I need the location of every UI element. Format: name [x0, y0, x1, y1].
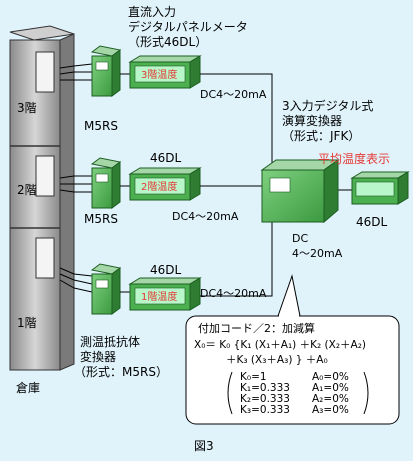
meter-title-line3: （形式46DL）	[128, 35, 207, 49]
floor-label-1f: 1階	[17, 315, 37, 330]
meter-title-line2: デジタルパネルメータ	[128, 19, 248, 34]
jfk-title-line1: 3入力デジタル式	[282, 98, 373, 113]
k0-value: K₀=1	[240, 371, 267, 383]
floor-label-3f: 3階	[17, 100, 37, 115]
formula-callout-pointer	[277, 274, 301, 317]
signal-label-top: DC4～20mA	[200, 88, 267, 101]
meter-display-3f: 3階温度	[141, 68, 177, 81]
meter-label-1f: 46DL	[150, 263, 182, 277]
jfk-title-line3: （形式：JFK）	[282, 129, 360, 143]
panel-meter-2f	[128, 167, 202, 201]
signal-lines	[200, 73, 352, 297]
k2-value: K₂=0.333	[240, 393, 290, 405]
converter-to-meter-links	[120, 73, 130, 293]
meter-label-2f: 46DL	[150, 151, 182, 165]
warehouse-label: 倉庫	[16, 380, 40, 395]
a3-value: A₃=0%	[312, 404, 349, 416]
floor-label-2f: 2階	[17, 182, 37, 197]
formula-paren-left	[227, 371, 233, 415]
meter-title-line1: 直流入力	[128, 5, 176, 19]
panel-meter-1f	[128, 277, 202, 311]
a0-value: A₀=0%	[312, 371, 349, 383]
formula-title: 付加コード／2：加減算	[198, 321, 315, 335]
a2-value: A₂=0%	[312, 393, 349, 405]
m5rs-label-mid: M5RS	[84, 212, 118, 226]
formula-line2: ＋K₃ (X₃＋A₃) } ＋A₀	[226, 354, 328, 366]
formula-line1: X₀＝ K₀ {K₁ (X₁＋A₁) ＋K₂ (X₂＋A₂)	[194, 339, 366, 351]
meter-display-1f: 1階温度	[141, 290, 177, 303]
figure-label: 図3	[194, 439, 214, 453]
jfk-title-line2: 演算変換器	[282, 113, 342, 128]
average-display-caption: 平均温度表示	[318, 151, 390, 166]
formula-paren-right	[363, 371, 369, 415]
signal-label-bot: DC4～20mA	[200, 287, 267, 300]
signal-label-mid: DC4～20mA	[172, 210, 239, 223]
m5rs-converter-3f	[90, 45, 122, 97]
a1-value: A₁=0%	[312, 382, 349, 394]
output-signal-line2: 4～20mA	[292, 247, 343, 260]
sensor-wires	[59, 63, 93, 293]
m5rs-converter-2f	[90, 157, 122, 209]
average-meter-label: 46DL	[356, 215, 388, 229]
k1-value: K₁=0.333	[240, 382, 290, 394]
sensor-caption-line1: 測温抵抗体	[80, 334, 140, 349]
warehouse-building	[9, 25, 75, 371]
jfk-arithmetic-converter	[260, 159, 340, 224]
k3-value: K₃=0.333	[240, 404, 290, 416]
panel-meter-3f	[128, 55, 202, 89]
average-display-meter	[350, 171, 410, 205]
sensor-caption-line2: 変換器	[80, 349, 116, 364]
meter-display-2f: 2階温度	[141, 180, 177, 193]
m5rs-converter-1f	[90, 263, 122, 315]
output-signal-line1: DC	[292, 232, 308, 245]
m5rs-label-top: M5RS	[84, 119, 118, 133]
sensor-caption-line3: （形式：M5RS）	[74, 365, 168, 379]
